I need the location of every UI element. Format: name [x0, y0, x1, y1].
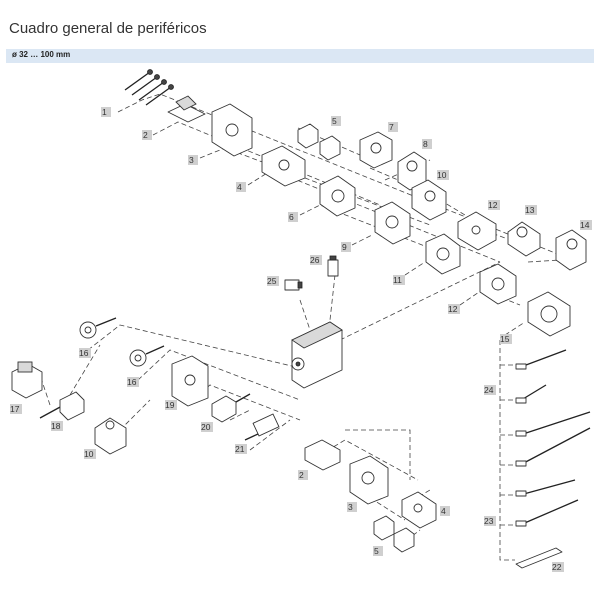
callout-9: 9	[342, 242, 347, 252]
part-24-sensors	[515, 349, 567, 404]
part-7-clevis	[359, 131, 393, 169]
callout-4-b: 4	[441, 506, 446, 516]
callout-4: 4	[237, 182, 242, 192]
part-8-swivel	[397, 151, 427, 191]
part-15-flange-plate	[527, 291, 571, 337]
part-10-clevis-lower	[94, 417, 127, 455]
size-range-label: ø 32 … 100 mm	[12, 50, 71, 59]
part-10-clevis-foot	[411, 179, 447, 221]
part-4-foot-lower	[401, 491, 437, 529]
callout-15: 15	[500, 334, 510, 344]
callout-16-b: 16	[127, 377, 137, 387]
callout-24: 24	[484, 385, 494, 395]
part-3-flange-plate	[211, 103, 253, 157]
part-11-flange	[425, 233, 461, 275]
callout-1: 1	[102, 107, 107, 117]
part-12-flange	[479, 263, 517, 305]
callout-2: 2	[143, 130, 148, 140]
callout-3: 3	[189, 155, 194, 165]
callout-26: 26	[310, 255, 320, 265]
callout-8: 8	[423, 139, 428, 149]
part-19-plate	[171, 355, 209, 407]
callout-17: 17	[10, 404, 20, 414]
callout-5-b: 5	[374, 546, 379, 556]
callout-7: 7	[389, 122, 394, 132]
part-13-trunnion-support	[507, 221, 541, 257]
part-23-sensors	[515, 411, 591, 527]
page-title: Cuadro general de periféricos	[9, 20, 207, 37]
part-3-plate-lower	[349, 455, 389, 505]
callout-13: 13	[525, 205, 535, 215]
callout-25: 25	[267, 276, 277, 286]
part-2-bracket	[167, 95, 206, 123]
cylinder	[291, 321, 343, 389]
part-4-foot-mount	[261, 145, 306, 187]
part-5-blocks	[297, 123, 341, 161]
callout-20: 20	[201, 422, 211, 432]
part-17-foot-block	[11, 361, 43, 399]
part-14-pivot-bracket	[555, 229, 587, 271]
part-18-coupling	[39, 391, 85, 421]
part-21-floating-coupling	[244, 413, 280, 441]
part-16-rod-eye-a	[79, 317, 117, 339]
part-25-fitting	[284, 279, 303, 291]
callout-labels: 1 2 3 4 5 6 7 8 9 10 11 12 12 13 14 15 1…	[10, 107, 592, 572]
callout-6: 6	[289, 212, 294, 222]
callout-21: 21	[235, 444, 245, 454]
part-22-rail	[515, 547, 563, 569]
callout-12-b: 12	[448, 304, 458, 314]
part-2-bracket-lower	[304, 439, 341, 471]
callout-2-b: 2	[299, 470, 304, 480]
part-6-flange	[319, 175, 356, 217]
callout-10-b: 10	[84, 449, 94, 459]
callout-14: 14	[580, 220, 590, 230]
part-20-rod-clevis	[211, 393, 251, 423]
callout-22: 22	[552, 562, 562, 572]
part-9-plate	[374, 201, 411, 245]
callout-10: 10	[437, 170, 447, 180]
part-5-blocks-lower	[373, 515, 415, 553]
size-range-band: ø 32 … 100 mm	[6, 49, 594, 63]
part-12-trunnion	[457, 211, 497, 251]
callout-3-b: 3	[348, 502, 353, 512]
part-1-screws	[124, 69, 174, 106]
callout-19: 19	[165, 400, 175, 410]
callout-23: 23	[484, 516, 494, 526]
callout-11: 11	[393, 275, 402, 285]
callout-12-a: 12	[488, 200, 498, 210]
part-16-rod-eye-b	[129, 345, 165, 367]
callout-5: 5	[332, 116, 337, 126]
callout-16-a: 16	[79, 348, 89, 358]
callout-18: 18	[51, 421, 61, 431]
part-26-fitting	[327, 255, 339, 277]
